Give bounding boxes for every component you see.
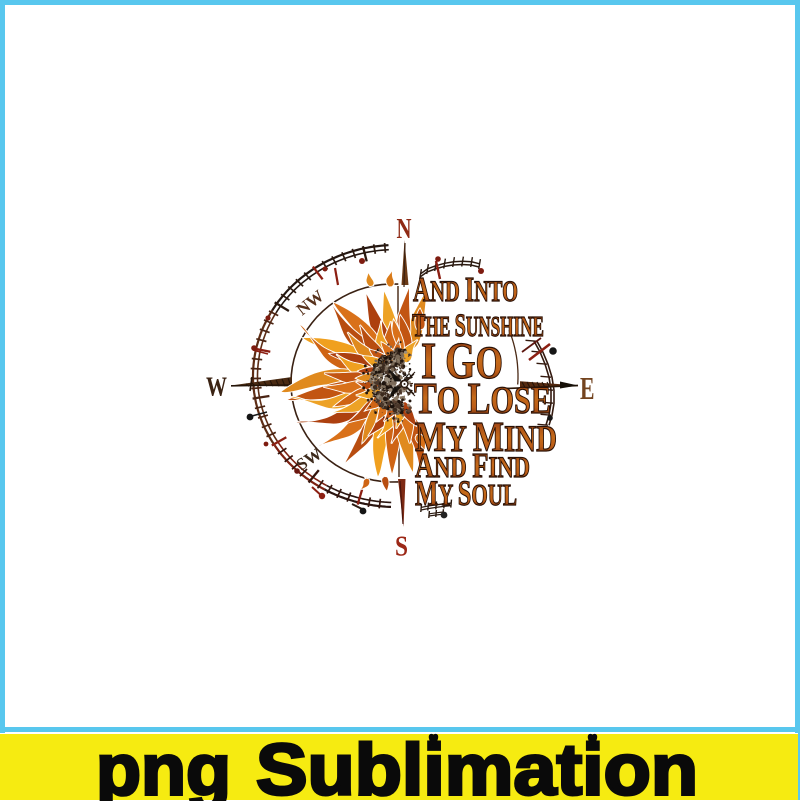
svg-text:S: S: [395, 531, 408, 563]
svg-text:MY SOUL: MY SOUL: [415, 473, 517, 513]
svg-text:W: W: [206, 372, 227, 402]
svg-text:NW: NW: [293, 286, 328, 319]
svg-text:AND INTO: AND INTO: [413, 270, 518, 309]
svg-text:png: png: [96, 730, 231, 801]
svg-text:Sublimation: Sublimation: [256, 730, 698, 801]
svg-text:N: N: [397, 214, 412, 245]
svg-text:E: E: [580, 370, 595, 406]
